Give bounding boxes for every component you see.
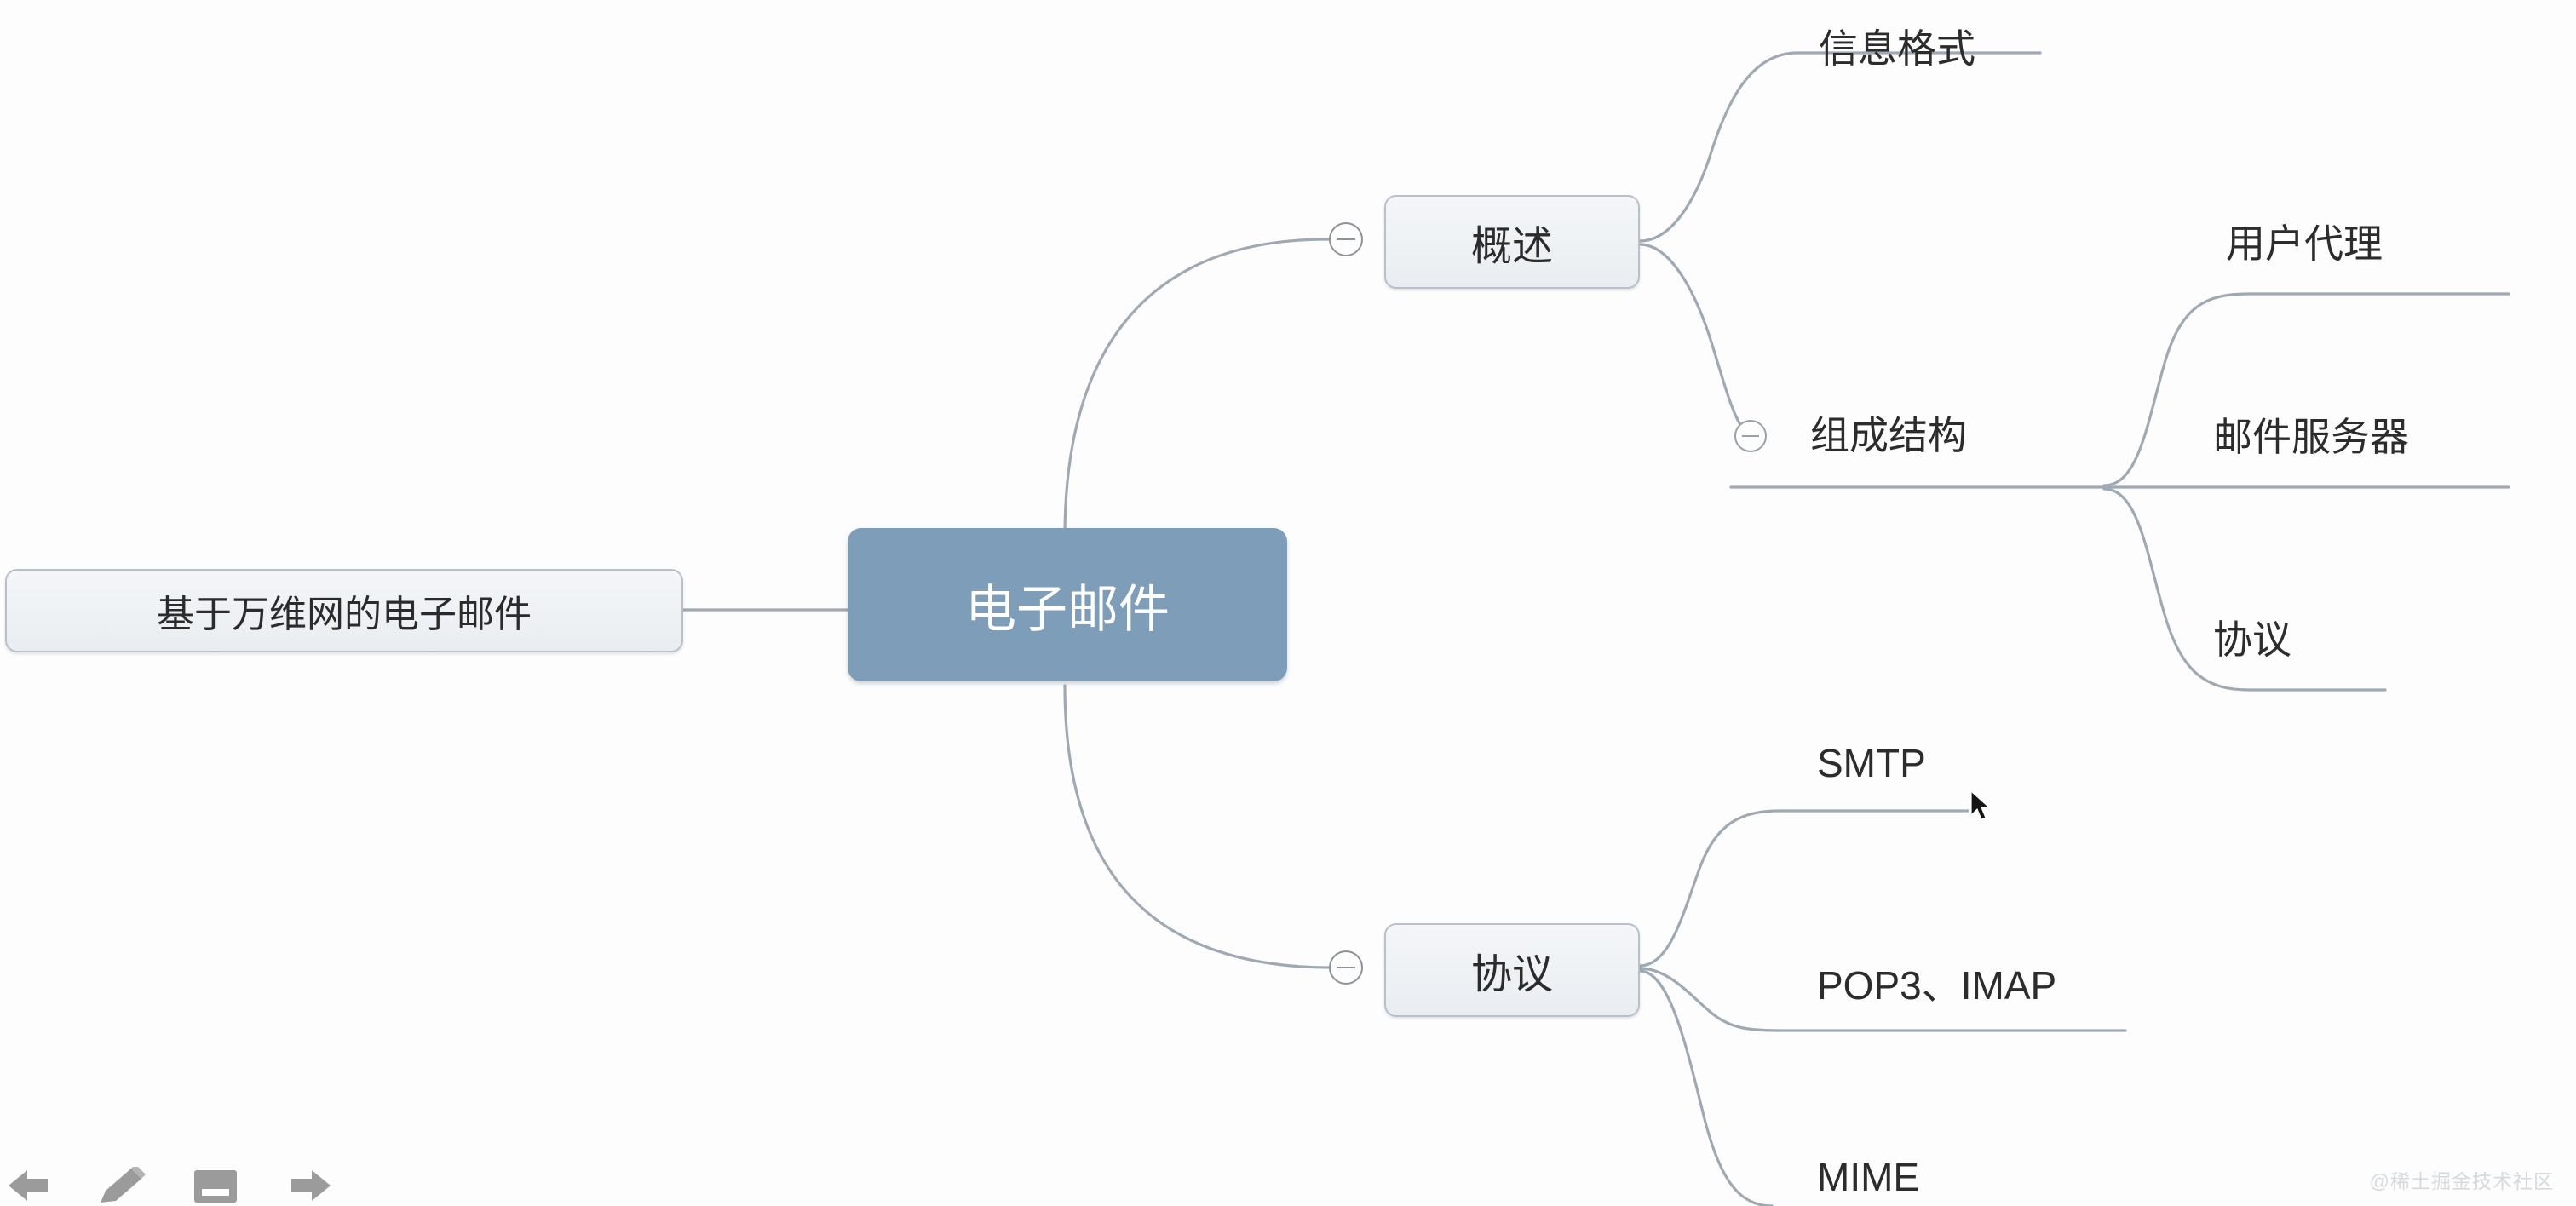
watermark-text: @稀土掘金技术社区 [2369,1170,2554,1192]
collapse-box-icon[interactable] [189,1167,242,1206]
node-user-agent[interactable]: 用户代理 [2226,202,2464,280]
node-label: 邮件服务器 [2213,415,2409,459]
minus-circle-icon-protocol[interactable] [1329,950,1363,985]
node-label: 组成结构 [1810,413,1967,457]
node-mail-server[interactable]: 邮件服务器 [2213,395,2494,474]
node-label: POP3、IMAP [1817,963,2057,1008]
node-structure[interactable]: 组成结构 [1810,393,2049,472]
minus-circle-icon-structure[interactable] [1734,420,1767,452]
node-structure-protocol[interactable]: 协议 [2213,598,2418,676]
node-overview[interactable]: 概述 [1384,195,1640,289]
minus-circle-icon-overview[interactable] [1329,222,1363,256]
mouse-pointer-icon [1969,790,1992,823]
node-label: 协议 [2213,617,2291,662]
edge-root-to-protocol [1063,684,1331,969]
node-protocol[interactable]: 协议 [1384,923,1640,1017]
edge-overview-to-structure [1638,243,1757,438]
undo-arrow-icon[interactable] [5,1167,58,1206]
edge-protocol-to-smtp [1638,809,1969,968]
node-label: 信息格式 [1819,26,1975,71]
pencil-icon[interactable] [97,1164,150,1206]
node-web-based-email[interactable]: 基于万维网的电子邮件 [5,569,683,652]
edge-protocol-to-mime [1638,969,1774,1206]
node-label: 用户代理 [2226,221,2383,266]
node-label: 协议 [1470,952,1553,997]
node-root-email[interactable]: 电子邮件 [848,528,1287,681]
node-pop3-imap[interactable]: POP3、IMAP [1817,944,2158,1022]
node-message-format[interactable]: 信息格式 [1819,0,2057,92]
node-label: MIME [1817,1155,1920,1199]
edge-root-to-overview [1063,238,1331,538]
watermark: @稀土掘金技术社区 [2370,1165,2554,1194]
node-mime[interactable]: MIME [1817,1138,2056,1206]
node-smtp[interactable]: SMTP [1817,724,2021,802]
node-label: SMTP [1817,741,1926,785]
bottom-toolbar[interactable] [0,1164,334,1206]
redo-arrow-icon[interactable] [281,1167,334,1206]
node-label: 电子邮件 [965,580,1170,638]
node-label: 基于万维网的电子邮件 [157,594,532,635]
node-label: 概述 [1470,224,1553,269]
